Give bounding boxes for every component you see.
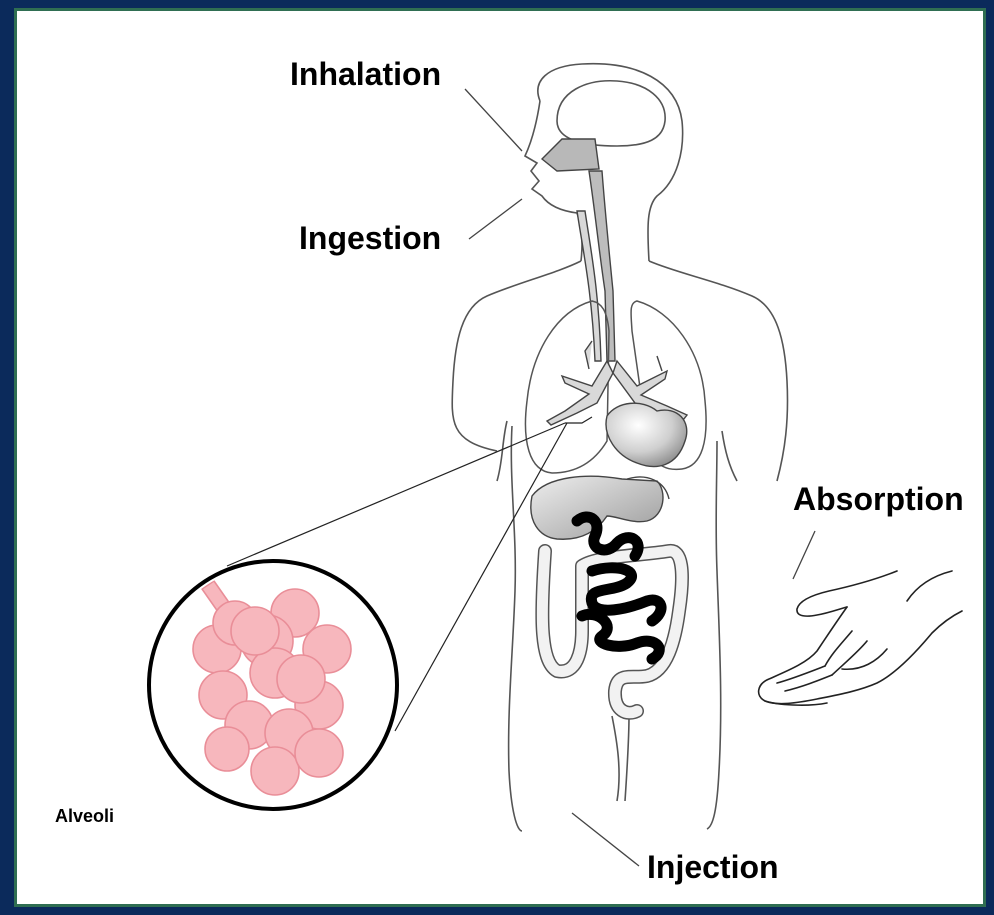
- label-ingestion: Ingestion: [299, 220, 441, 257]
- label-injection: Injection: [647, 849, 779, 886]
- label-alveoli: Alveoli: [55, 806, 114, 827]
- diagram-panel: Inhalation Ingestion Absorption Injectio…: [14, 8, 986, 907]
- label-inhalation: Inhalation: [290, 56, 441, 93]
- alveoli-magnified: [149, 561, 397, 809]
- hand-drawing: [759, 571, 962, 705]
- body-diagram: [17, 11, 983, 904]
- respiratory-tract: [542, 139, 615, 361]
- small-intestine: [577, 517, 661, 659]
- label-absorption: Absorption: [793, 481, 964, 518]
- heart: [606, 403, 687, 466]
